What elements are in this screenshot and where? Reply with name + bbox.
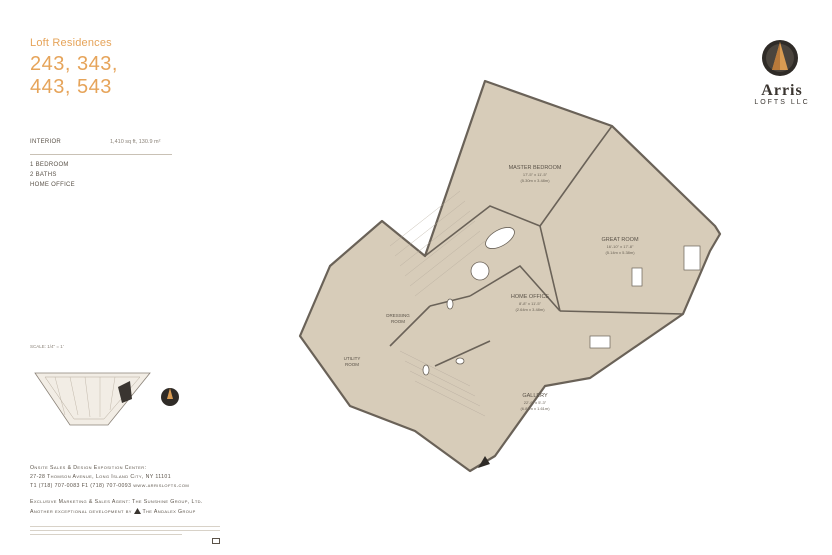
- footer-phone: T1 (718) 707-0083 F1 (718) 707-0093 www.…: [30, 483, 190, 489]
- arris-logo-icon: [762, 40, 798, 76]
- unit-numbers: 243, 343, 443, 543: [30, 53, 118, 99]
- home-office-name: HOME OFFICE: [511, 294, 550, 300]
- gallery-name: GALLERY: [522, 393, 548, 399]
- interior-area: 1,410 sq ft, 130.9 m²: [110, 139, 161, 145]
- interior-label: INTERIOR: [30, 139, 62, 145]
- great-room-dim-metric: (5.14m x 5.38m): [605, 250, 635, 255]
- great-room-dim: 16'-10" x 17'-8": [607, 244, 634, 249]
- footer-developer: The Andalex Group: [142, 509, 196, 515]
- spec-divider: [30, 154, 172, 155]
- dressing-room-name: DRESSING: [386, 313, 410, 318]
- kitchen-fixtures: [589, 245, 701, 349]
- key-plan: [34, 372, 179, 426]
- feature-office: HOME OFFICE: [30, 182, 75, 188]
- entry-arrow-icon: [478, 456, 490, 468]
- footer-address: 27-28 Thomson Avenue, Long Island City, …: [30, 474, 171, 480]
- dressing-room-name-2: ROOM: [391, 319, 405, 324]
- footer-onsite: Onsite Sales & Design Exposition Center:: [30, 465, 147, 471]
- feature-bedroom: 1 BEDROOM: [30, 162, 69, 168]
- floor-plan: MASTER BEDROOM 17'-5" x 11'-5" (5.30m x …: [298, 79, 722, 473]
- legal-disclaimer-block: [30, 523, 220, 538]
- master-bedroom-name: MASTER BEDROOM: [509, 165, 562, 171]
- feature-baths: 2 BATHS: [30, 172, 57, 178]
- feature-list: 1 BEDROOM 2 BATHS HOME OFFICE: [30, 160, 75, 190]
- gallery-dim: 22'-6" x 5'-3": [524, 400, 547, 405]
- master-bedroom-dim-metric: (5.30m x 3.48m): [520, 178, 550, 183]
- unit-numbers-line-1: 243, 343,: [30, 53, 118, 75]
- utility-room-name: UTILITY: [344, 356, 361, 361]
- bathroom-fixtures: [422, 227, 515, 376]
- home-office-dim-metric: (2.64m x 3.48m): [515, 307, 545, 312]
- logo-wordmark: Arris: [761, 82, 803, 99]
- scale-label: SCALE: 1/4" = 1': [30, 344, 64, 349]
- footer-development-text: Another exceptional development by: [30, 509, 132, 515]
- north-compass-icon: [161, 388, 179, 406]
- home-office-dim: 8'-8" x 11'-5": [519, 301, 542, 306]
- unit-numbers-line-2: 443, 543: [30, 76, 112, 98]
- footer-marketing: Exclusive Marketing & Sales Agent: The S…: [30, 499, 203, 505]
- logo-subtitle: LOFTS LLC: [754, 99, 810, 106]
- andalex-triangle-icon: [133, 508, 141, 514]
- utility-room-name-2: ROOM: [345, 362, 359, 367]
- footer-development: Another exceptional development by The A…: [30, 508, 196, 515]
- gallery-dim-metric: (6.87m x 1.61m): [520, 406, 550, 411]
- great-room-name: GREAT ROOM: [601, 237, 638, 243]
- equal-housing-icon: [212, 538, 220, 544]
- residence-subtitle: Loft Residences: [30, 37, 112, 49]
- master-bedroom-dim: 17'-5" x 11'-5": [523, 172, 548, 177]
